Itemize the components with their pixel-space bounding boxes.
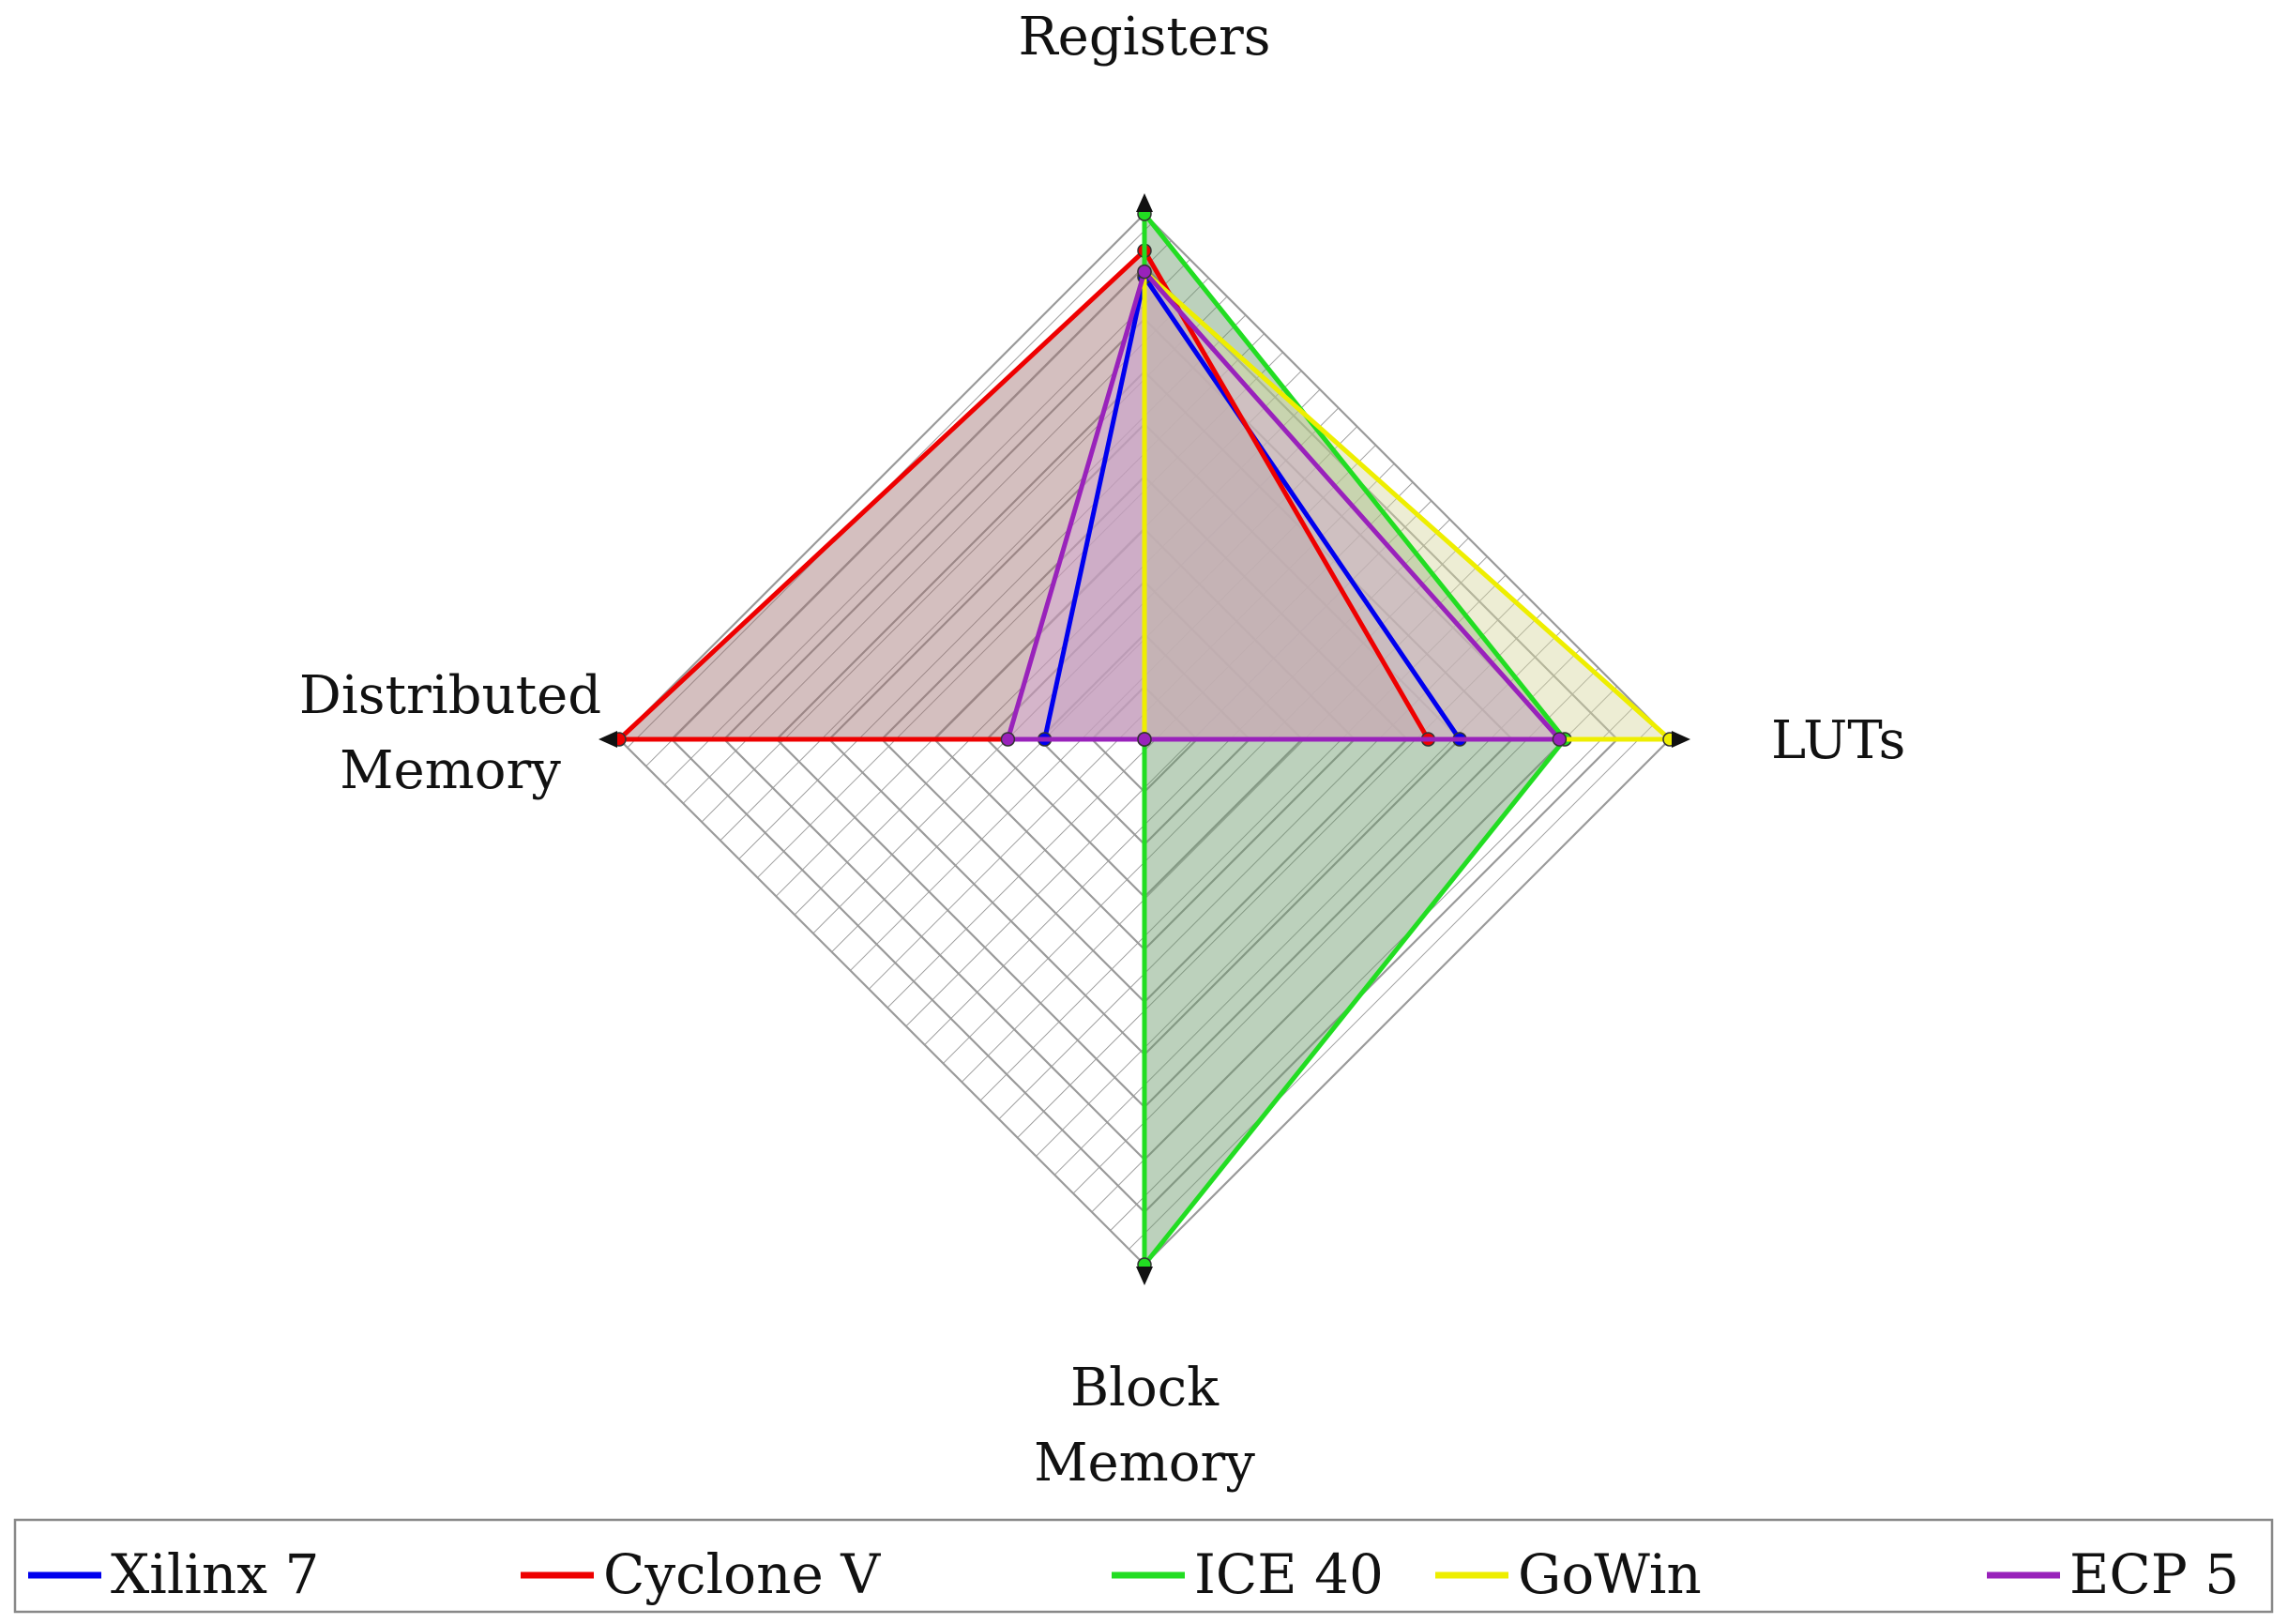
axis-label-block-memory: Memory — [1034, 1433, 1255, 1494]
series-lines — [612, 206, 1677, 1272]
axis-arrow — [1136, 1267, 1153, 1285]
axis-arrows — [599, 193, 1690, 1285]
axis-label-luts: LUTs — [1771, 710, 1905, 771]
legend-label: Xilinx 7 — [111, 1542, 319, 1606]
axis-label-distributed-memory: Distributed — [299, 665, 601, 726]
legend-box — [13, 1518, 2274, 1614]
data-point — [1137, 732, 1152, 747]
legend-label: Cyclone V — [603, 1542, 881, 1606]
axis-arrow — [599, 731, 617, 748]
axis-labels: RegistersLUTsBlockMemoryDistributedMemor… — [299, 7, 1905, 1494]
data-point — [1137, 264, 1152, 280]
series-area — [1044, 277, 1460, 739]
axis-arrow — [1136, 193, 1153, 212]
axis-label-distributed-memory: Memory — [340, 740, 561, 801]
legend-label: GoWin — [1518, 1542, 1702, 1606]
series-area — [619, 250, 1429, 739]
data-point — [1552, 732, 1568, 747]
data-point — [1000, 732, 1016, 747]
axis-label-block-memory: Block — [1070, 1358, 1220, 1419]
legend-label: ECP 5 — [2069, 1542, 2239, 1606]
legend-label: ICE 40 — [1194, 1542, 1384, 1606]
axis-label-registers: Registers — [1019, 7, 1271, 68]
axis-arrow — [1672, 731, 1690, 748]
legend: Xilinx 7 Cyclone V ICE 40 GoWin ECP 5 — [13, 1518, 2274, 1614]
